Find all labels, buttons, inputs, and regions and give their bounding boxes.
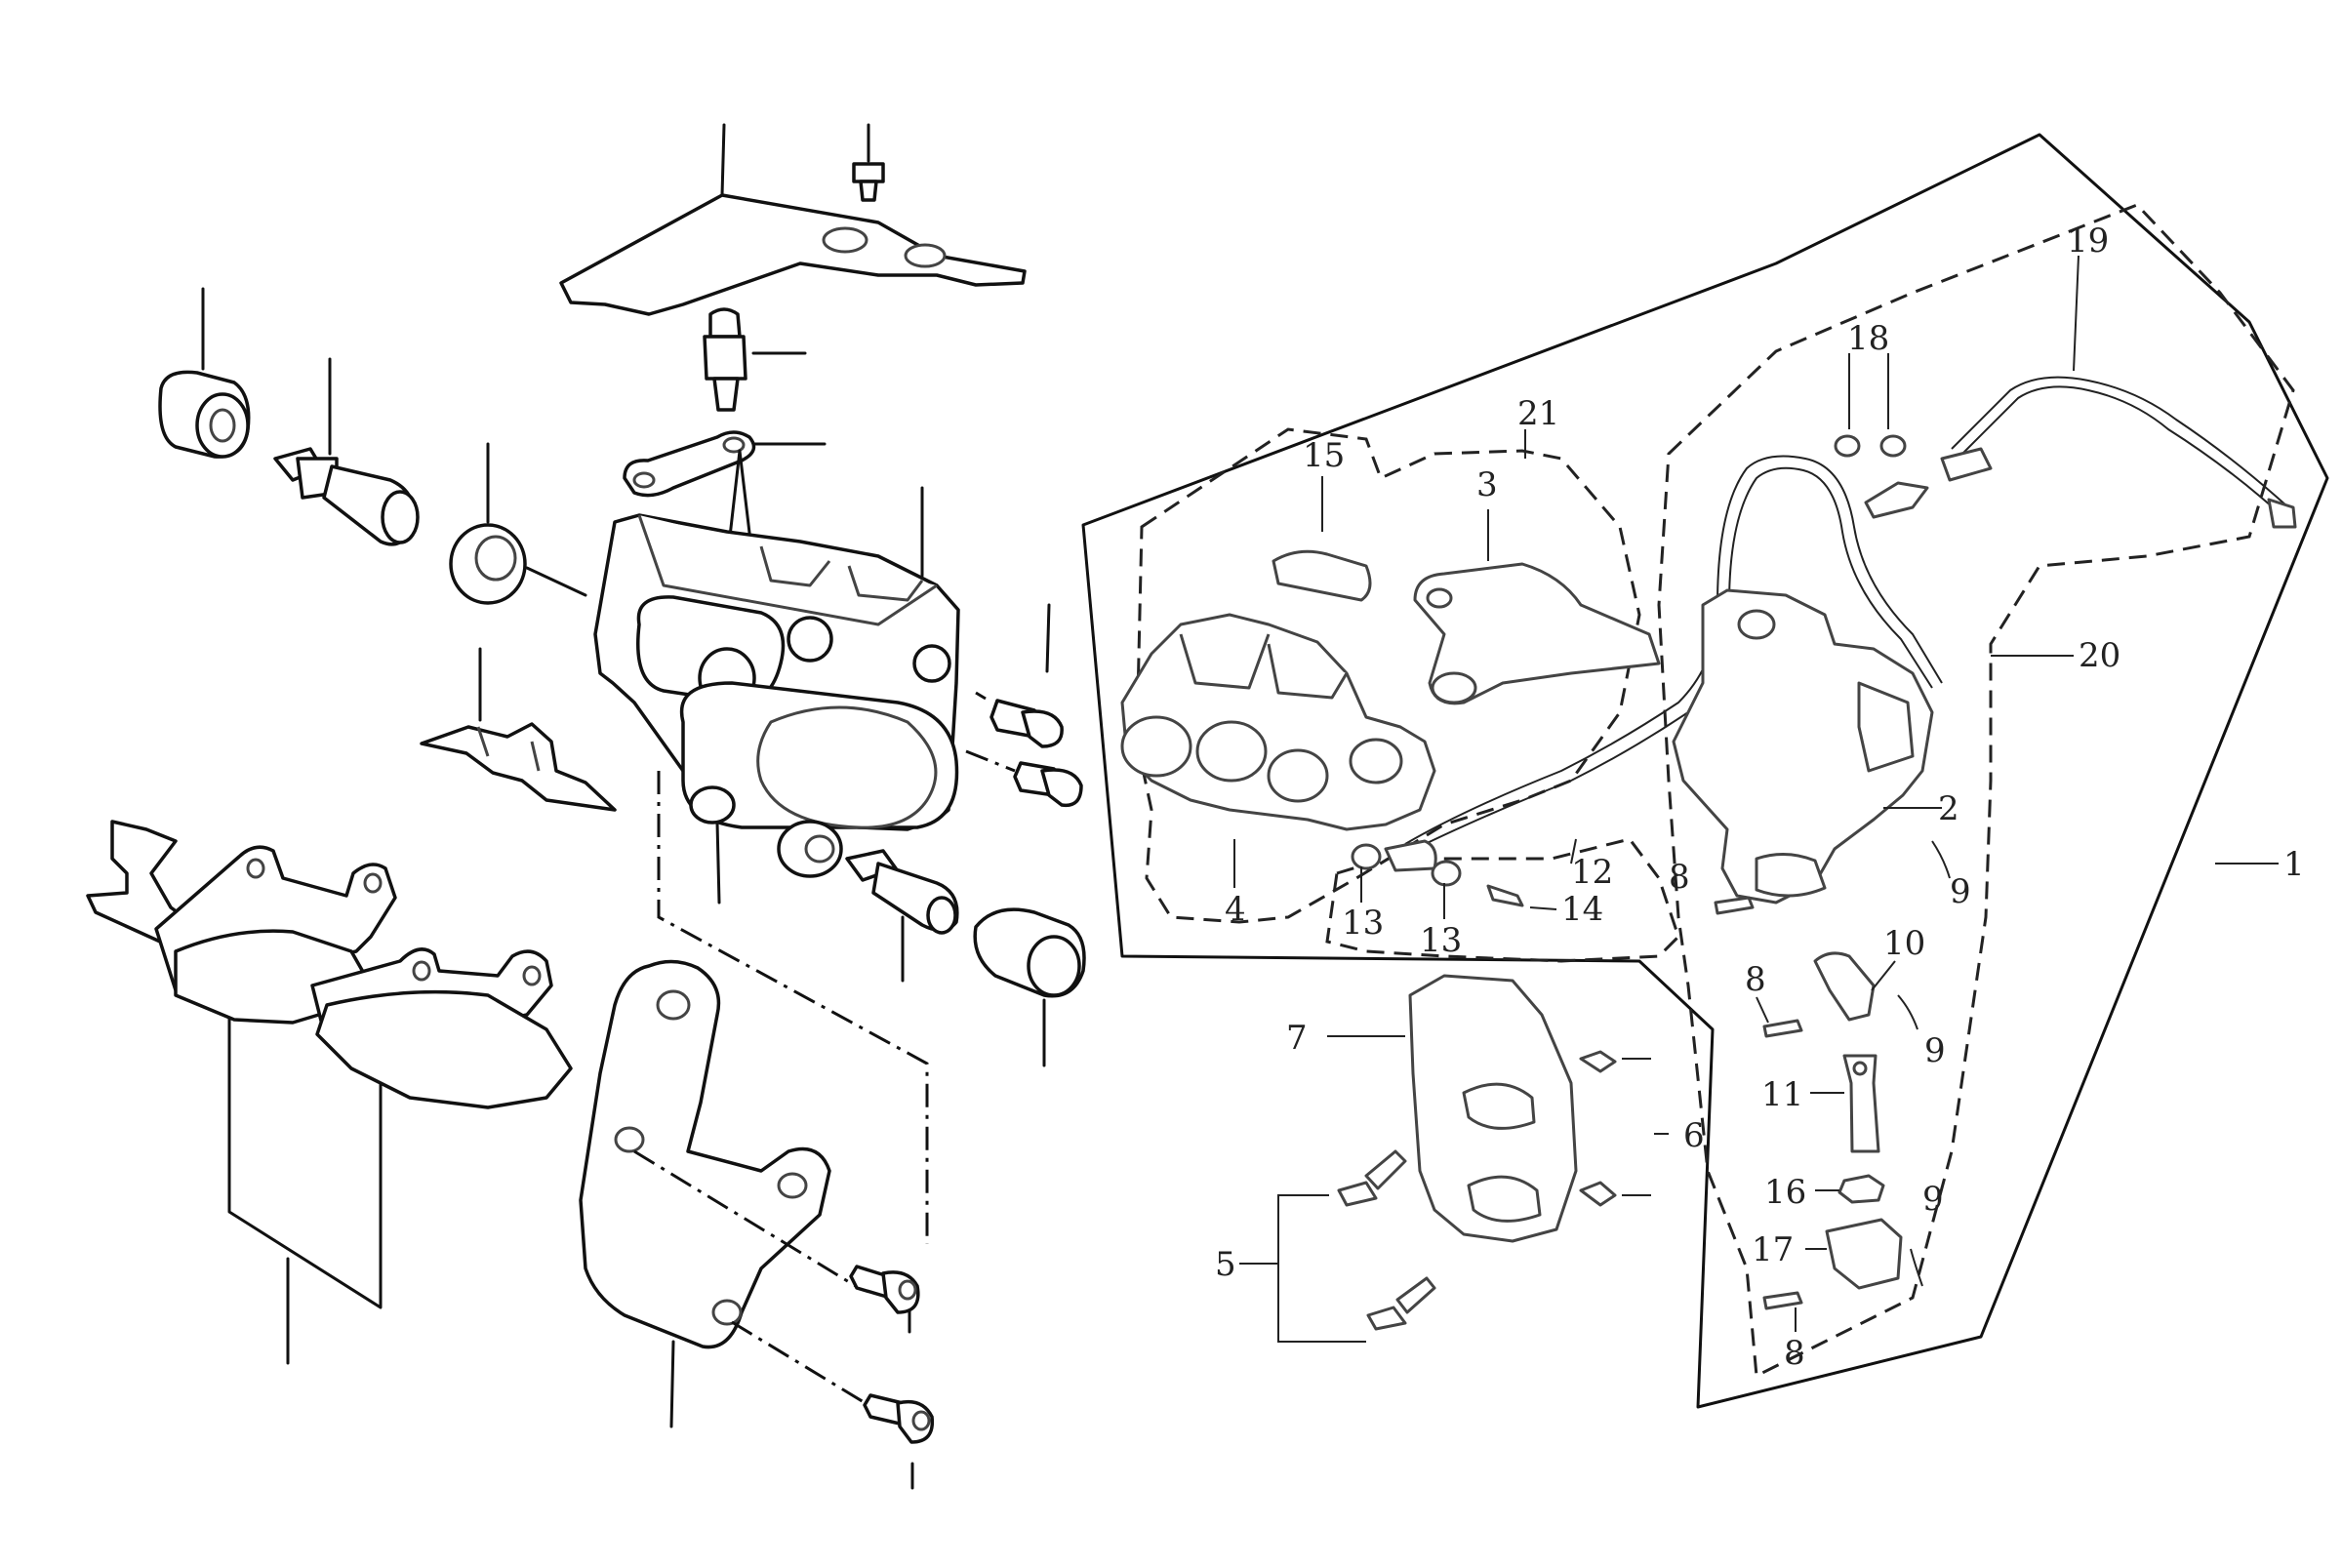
left-caliper-assembly [86,123,1086,1490]
part-12-brake-pipe [1404,455,1943,864]
part-8-pin-upper [1714,896,1755,915]
callout-10: 10 [1883,924,1925,963]
caliper-body [525,486,960,905]
part-10-lever-link [1813,951,1896,1022]
brake-pads [86,820,573,1365]
callout-19: 19 [2067,221,2109,261]
callout-9b: 9 [1924,1031,1946,1070]
caliper-cover-plate [559,123,1027,316]
part-3-plate [1413,509,1661,705]
callout-13a: 13 [1342,904,1384,943]
callout-labels: 1 2 3 4 5 6 7 8 8 8 9 9 9 10 11 12 13 13… [1215,221,2305,1373]
slide-bushing [158,287,251,459]
callout-11: 11 [1761,1075,1803,1114]
caliper-bracket [579,959,831,1428]
callout-5: 5 [1215,1245,1236,1284]
part-2-master-cylinder [1672,588,1942,905]
callout-15: 15 [1303,436,1345,475]
callout-20: 20 [2079,636,2120,675]
callout-3: 3 [1476,465,1498,504]
callout-2: 2 [1938,789,1959,828]
bracket-bolt-lower [863,1393,935,1490]
callout-1: 1 [2283,845,2305,884]
part-15-shim [1272,476,1372,602]
part-19-switch-cable [1864,255,2297,529]
lower-dust-boot [973,907,1086,1067]
callout-9a: 9 [1950,872,1971,911]
cover-screw [852,123,885,202]
callout-17: 17 [1752,1230,1794,1269]
part-6-clips [1579,1050,1669,1207]
part-8-pin-lower [1762,1291,1803,1332]
bleed-nipple [703,307,807,412]
part-4-caliper [1120,613,1436,888]
bracket-bolt-upper [849,1265,920,1334]
callout-6: 6 [1683,1116,1705,1155]
callout-8a: 8 [1669,858,1690,897]
part-7-cover [1327,974,1578,1243]
right-parts-list-diagram [1081,133,2329,1409]
part-13-washers [1351,839,1462,919]
part-16-nut [1815,1174,1885,1204]
part-11-pushrod [1810,1054,1880,1153]
callout-16: 16 [1764,1173,1806,1212]
callout-8b: 8 [1745,960,1766,999]
part-9-cotter-middle [1897,994,1918,1030]
part-17-clevis [1805,1218,1903,1290]
part-9-cotter-upper [1931,840,1951,879]
callout-7: 7 [1286,1019,1308,1058]
callout-14: 14 [1561,890,1603,929]
part-5-screws [1239,1149,1436,1343]
callout-12: 12 [1571,853,1613,892]
lower-slide-pin [845,849,959,983]
caliper-bolt-upper [975,603,1064,748]
callout-8c: 8 [1784,1334,1805,1373]
part-14-bolt [1486,884,1557,910]
caliper-bolt-lower [965,749,1083,808]
dust-boot [449,442,527,605]
callout-21: 21 [1517,394,1559,433]
slide-pin [273,357,420,546]
part-9-cotter-lower [1910,1248,1923,1287]
part-18-washers [1834,353,1907,458]
callout-13b: 13 [1420,921,1462,960]
callout-4: 4 [1225,890,1246,929]
part-8-pin-middle [1756,996,1803,1038]
callout-18: 18 [1847,319,1889,358]
pad-spring [420,647,617,812]
callout-9c: 9 [1922,1180,1944,1219]
